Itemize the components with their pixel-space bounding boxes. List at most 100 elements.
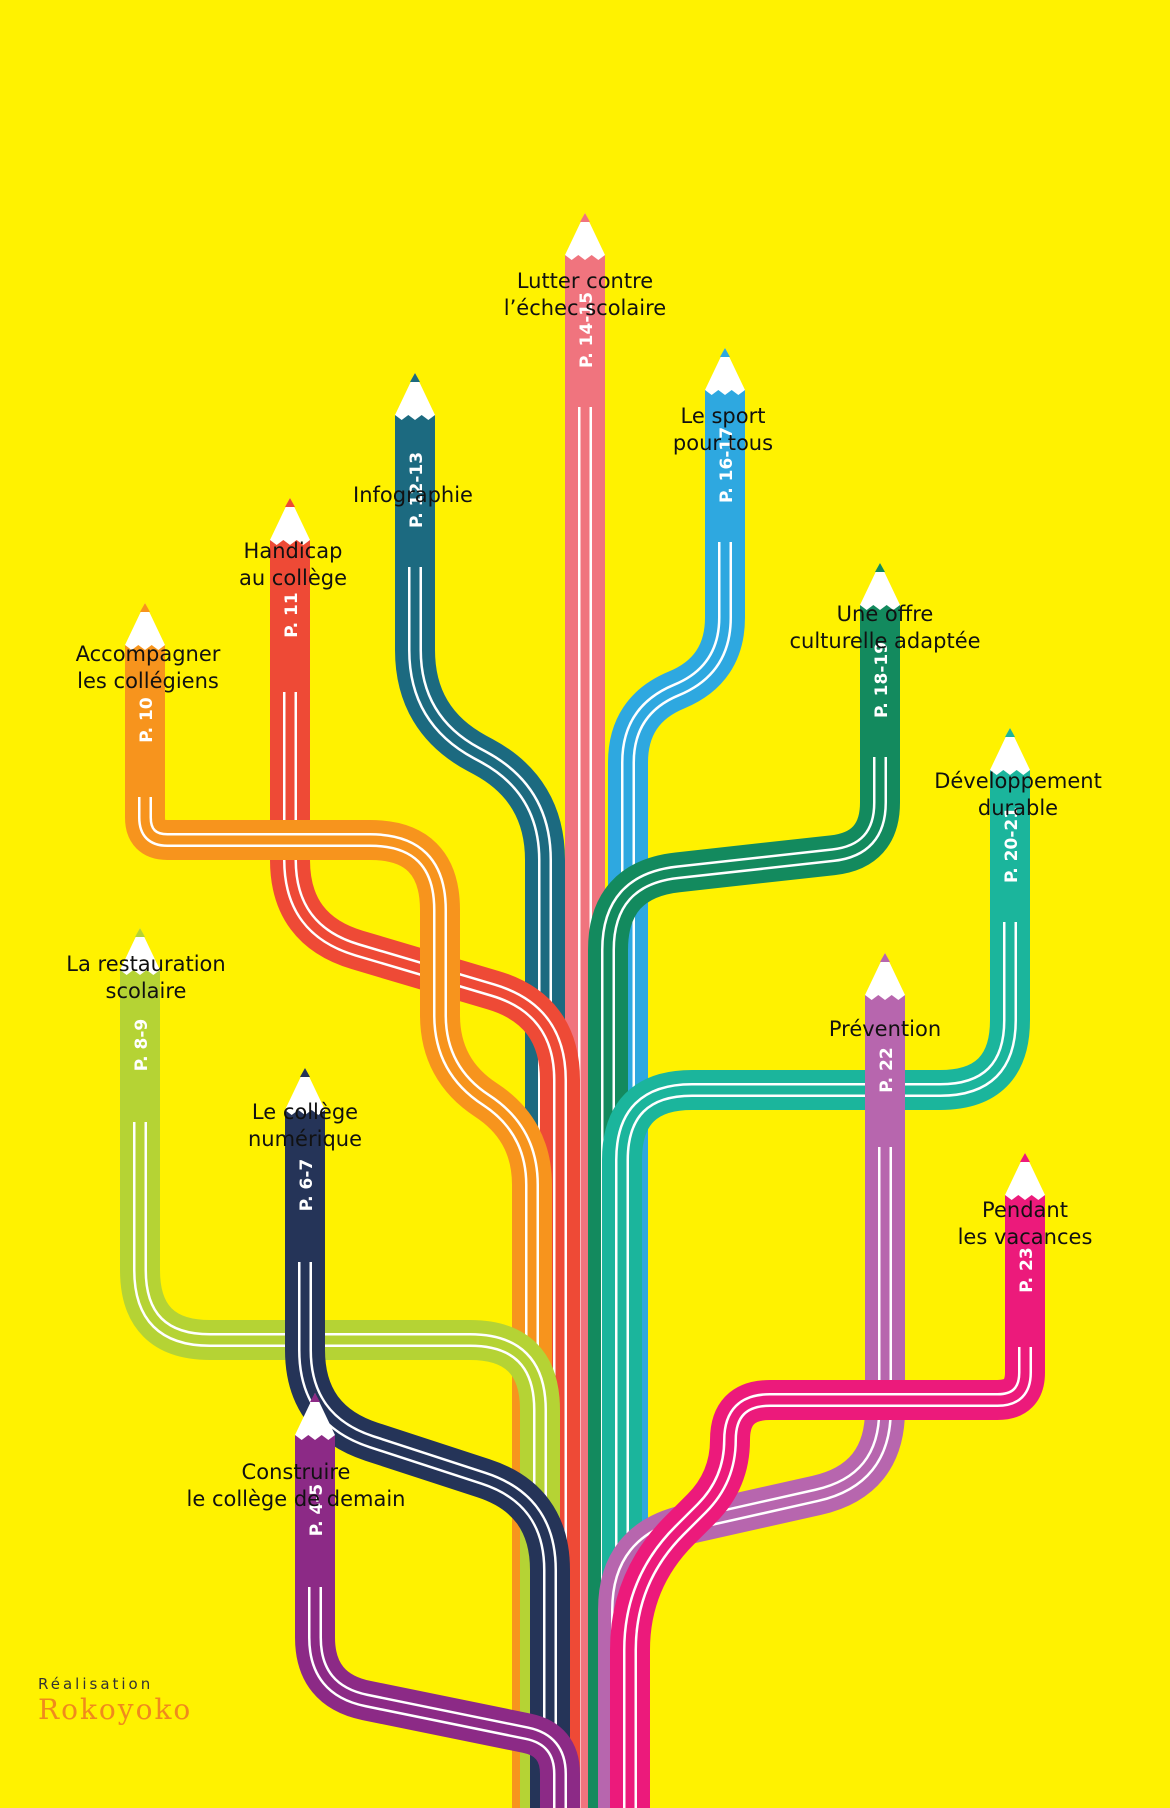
pencil-body [860,605,900,757]
pencil-body [865,995,905,1147]
branch-durable: P. 20-21 [602,728,1030,1808]
branch-label-line: Développement [934,769,1102,793]
branch-label-line: numérique [247,1127,363,1151]
branch-label-durable: Développement durable [934,768,1102,822]
branch-label-line: Accompagner [75,642,221,666]
pencil-page-ref: P. 23 [1017,1247,1037,1292]
branch-vacances: P. 23 [610,1153,1045,1808]
branch-label-line: Prévention [828,1017,942,1041]
branch-label-line: l’échec scolaire [503,296,667,320]
branch-label-numerique: Le collège numérique [248,1099,362,1153]
pencil-lead-tip [1005,728,1015,737]
branch-label-line: le collège de demain [186,1487,406,1511]
pencil-wood-cone [565,213,605,255]
pencil-serration [865,995,905,1000]
branch-label-line: Pendant [982,1198,1068,1222]
branch-label-line: Lutter contre [516,269,654,293]
branch-sport: P. 16-17 [608,348,745,1808]
pencil-lead-tip [720,348,730,357]
branch-accompagner: P. 10 [125,603,552,1808]
pencil-page-ref: P. 6-7 [297,1159,317,1211]
branch-culture: P. 18-19 [588,563,900,1808]
pencil-page-ref: P. 12-13 [407,452,427,528]
pencil-wood-cone [865,953,905,995]
branch-lane-lines [615,920,1017,1808]
pencil-lead-tip [1020,1153,1030,1162]
branch-restauration: P. 8-9 [120,928,560,1808]
pencil-wood-cone [705,348,745,390]
pencil-serration [1005,1195,1045,1200]
branch-lane-fill [300,1260,555,1808]
pencil-serration [125,645,165,650]
branch-lane-fill [617,920,1015,1808]
pencil-lead-tip [580,213,590,222]
pencil-page-ref: P. 11 [282,592,302,637]
branch-lane-fill [310,1585,565,1808]
branch-label-line: les collégiens [77,669,219,693]
pencil-page-ref: P. 18-19 [872,642,892,718]
credit-block: Réalisation Rokoyoko [38,1677,192,1724]
pencil-serration [705,390,745,395]
pencil-page-ref: P. 8-9 [132,1019,152,1071]
branch-label-construire: Construire le collège de demain [187,1459,406,1513]
branch-label-line: La restauration [66,952,226,976]
branch-label-line: les vacances [957,1225,1093,1249]
branch-label-line: Le collège [251,1100,359,1124]
branch-lane-fill [613,1145,890,1808]
pencil-wood-cone [295,1393,335,1435]
pencil-serration [120,970,160,975]
branch-numerique: P. 6-7 [285,1068,570,1808]
pencil-page-ref: P. 14-15 [577,292,597,368]
branch-ribbon [598,1145,905,1808]
branch-construire: P. 4-5 [295,1393,580,1808]
branch-label-line: au collège [238,566,348,590]
pencil-body [990,770,1030,922]
pencil-page-ref: P. 10 [137,697,157,743]
branch-label-line: durable [977,796,1059,820]
credit-brand-logo: Rokoyoko [38,1693,193,1726]
pencil-serration [395,415,435,420]
branch-label-prevention: Prévention [829,1016,941,1043]
branch-label-infographie: Infographie [353,482,473,509]
pencil-serration [270,540,310,545]
pencil-serration [990,770,1030,775]
pencil-body [705,390,745,542]
pencil-serration [285,1110,325,1115]
pencil-serration [860,605,900,610]
branch-label-vacances: Pendant les vacances [958,1197,1093,1251]
branch-label-line: Construire [241,1460,351,1484]
pencil-body [270,540,310,692]
branch-lane-fill [603,755,885,1808]
pencil-page-ref: P. 4-5 [307,1484,327,1536]
pencil-wood-cone [395,373,435,415]
pencil-page-ref: P. 22 [877,1047,897,1092]
branch-label-accompagner: Accompagner les collégiens [76,641,221,695]
branch-lutter: P. 14-15 [565,213,605,1808]
pencil-lead-tip [300,1068,310,1077]
branch-ribbon [602,920,1030,1808]
pencil-lead-tip [875,563,885,572]
pencil-wood-cone [270,498,310,540]
branch-label-line: Le sport [680,404,766,428]
pencil-lead-tip [135,928,145,937]
pencil-serration [565,255,605,260]
branch-lane-fill [135,1120,545,1808]
branch-label-line: culturelle adaptée [789,629,981,653]
branch-lane-fill [140,795,537,1808]
pencil-lead-tip [140,603,150,612]
branch-ribbon [610,1345,1045,1808]
pencil-lead-tip [880,953,890,962]
pencil-lead-tip [285,498,295,507]
pencil-body [1005,1195,1045,1347]
credit-caption: Réalisation [38,1675,154,1693]
pencil-lead-tip [310,1393,320,1402]
pencil-wood-cone [860,563,900,605]
pencil-body [125,645,165,797]
pencil-wood-cone [990,728,1030,770]
branch-lane-fill [625,1345,1030,1808]
branch-infographie: P. 12-13 [395,373,565,1808]
pencil-wood-cone [1005,1153,1045,1195]
